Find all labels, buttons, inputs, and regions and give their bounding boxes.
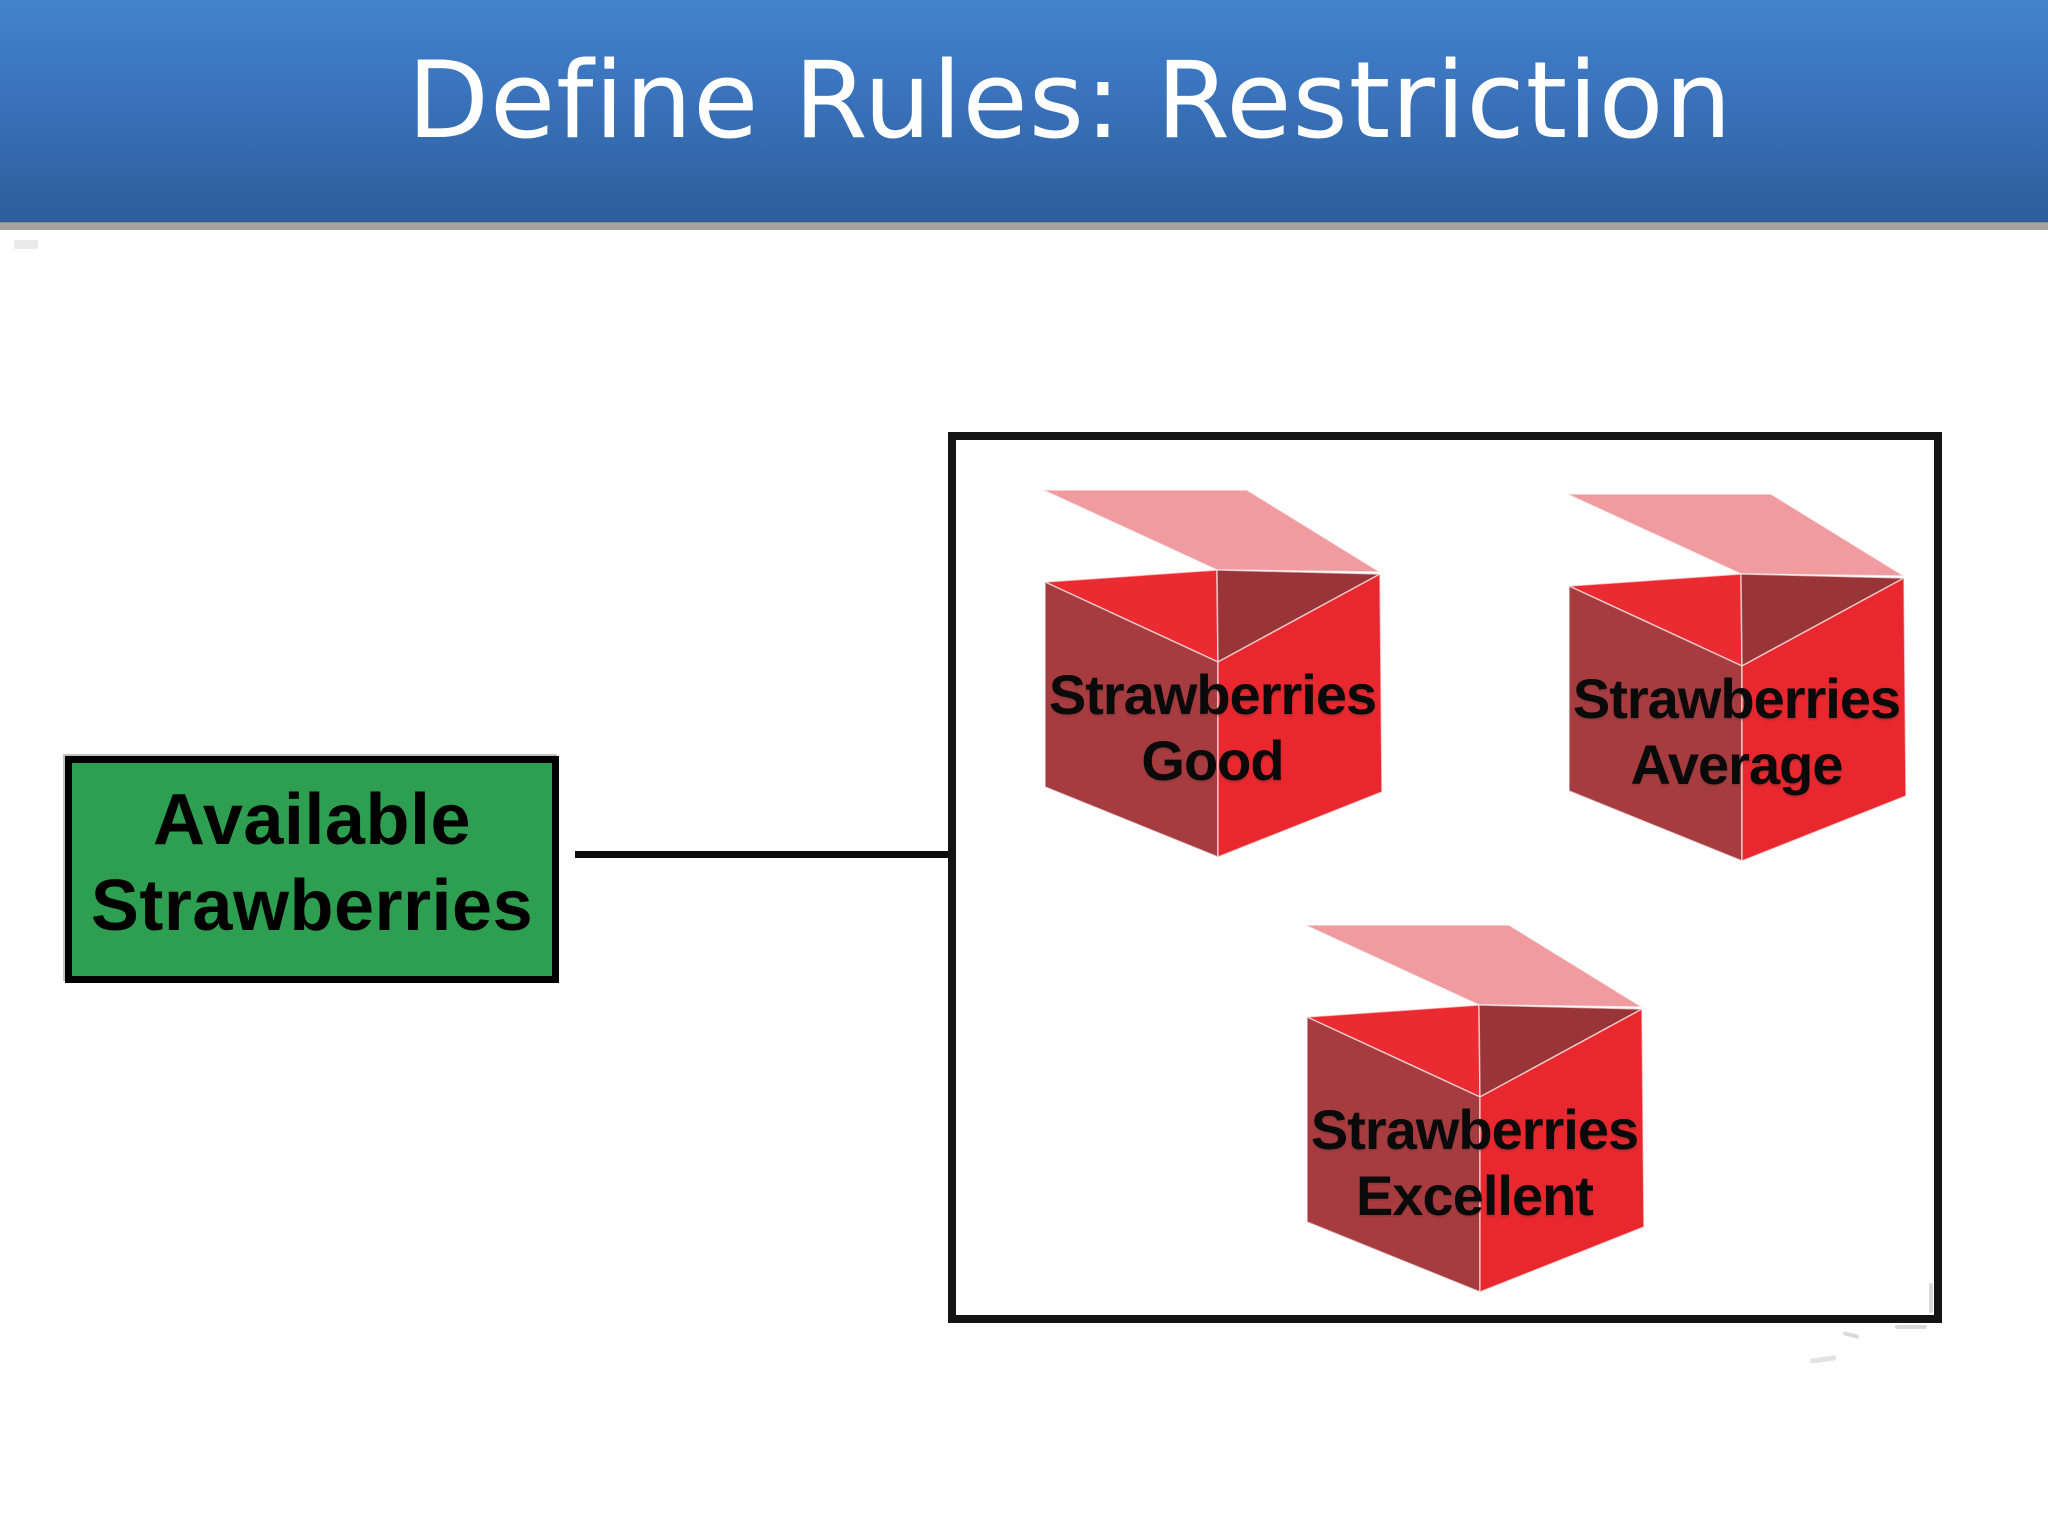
smudge-artifact bbox=[1842, 1331, 1860, 1339]
crate-strawberries-excellent: Strawberries Excellent bbox=[1304, 924, 1645, 1293]
smudge-artifact bbox=[1809, 1355, 1837, 1364]
crate-strawberries-good: Strawberries Good bbox=[1042, 489, 1383, 858]
slide-title-banner: Define Rules: Restriction bbox=[0, 0, 2048, 222]
crate-label: Strawberries Good bbox=[1048, 663, 1377, 792]
connector-line bbox=[575, 851, 952, 858]
crate-label: Strawberries Excellent bbox=[1310, 1098, 1639, 1227]
available-strawberries-label: Available Strawberries bbox=[90, 779, 534, 946]
smudge-artifact bbox=[14, 240, 38, 249]
smudge-artifact bbox=[1929, 1283, 1933, 1313]
crate-label: Strawberries Average bbox=[1572, 667, 1901, 796]
smudge-artifact bbox=[1895, 1325, 1927, 1329]
available-strawberries-node: Available Strawberries bbox=[65, 756, 559, 983]
page-title: Define Rules: Restriction bbox=[407, 39, 1733, 162]
crate-strawberries-average: Strawberries Average bbox=[1566, 493, 1907, 862]
banner-divider bbox=[0, 222, 2048, 230]
